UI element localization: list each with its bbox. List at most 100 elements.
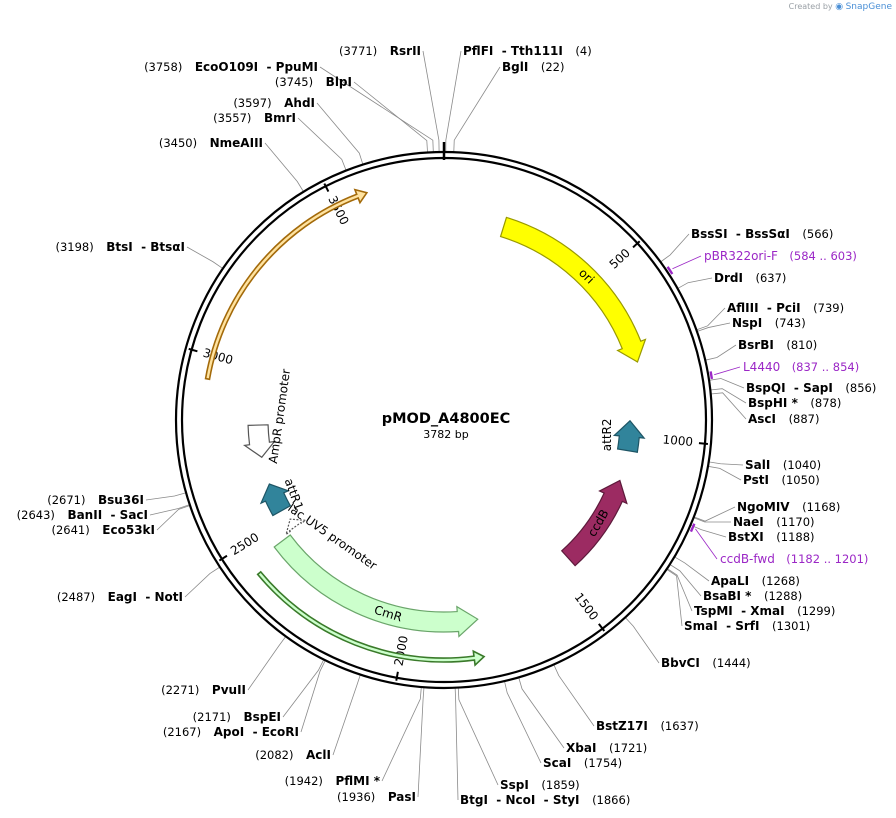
primer-name: ccdB-fwd — [720, 552, 775, 566]
site-label[interactable]: (1942) PflMI * — [285, 774, 381, 788]
site-label[interactable]: BssSI - BssSαI (566) — [691, 227, 833, 241]
enzyme-name: NgoMIV — [737, 500, 790, 514]
primer-mark[interactable] — [709, 371, 714, 380]
site-label[interactable]: BspQI - SapI (856) — [746, 381, 876, 395]
site-label[interactable]: XbaI (1721) — [566, 741, 647, 755]
enzyme-name: SrfI — [735, 619, 759, 633]
site-label[interactable]: BtgI - NcoI - StyI (1866) — [460, 793, 630, 807]
enzyme-name: BspEI — [243, 710, 281, 724]
site-label[interactable]: ApaLI (1268) — [711, 574, 800, 588]
separator: - — [258, 60, 276, 74]
enzyme-name: NspI — [732, 316, 762, 330]
site-label[interactable]: SmaI - SrfI (1301) — [684, 619, 810, 633]
site-text: NaeI (1170) — [733, 515, 815, 529]
site-label[interactable]: (3745) BlpI — [275, 75, 352, 89]
enzyme-name: NcoI — [505, 793, 535, 807]
site-leader-line — [264, 142, 304, 192]
separator — [774, 338, 787, 352]
site-label[interactable]: TspMI - XmaI (1299) — [694, 604, 835, 618]
site-label[interactable]: BstZ17I (1637) — [596, 719, 699, 733]
site-text: TspMI - XmaI (1299) — [694, 604, 835, 618]
site-label[interactable]: (2082) AclI — [255, 748, 331, 762]
site-label[interactable]: (1936) PasI — [337, 790, 416, 804]
separator — [90, 523, 103, 537]
primer-label[interactable]: L4440 (837 .. 854) — [743, 360, 859, 374]
primer-label[interactable]: ccdB-fwd (1182 .. 1201) — [720, 552, 868, 566]
site-position: (3771) — [339, 44, 377, 58]
enzyme-name: NmeAIII — [210, 136, 263, 150]
site-label[interactable]: BglI (22) — [502, 60, 564, 74]
site-label[interactable]: (2641) Eco53kI — [52, 523, 156, 537]
separator — [764, 515, 777, 529]
site-text: (2082) AclI — [255, 748, 331, 762]
site-label[interactable]: (3597) AhdI — [233, 96, 315, 110]
site-label[interactable]: (2671) Bsu36I — [47, 493, 144, 507]
site-label[interactable]: (3758) EcoO109I - PpuMI — [144, 60, 318, 74]
site-label[interactable]: ScaI (1754) — [543, 756, 622, 770]
separator — [798, 396, 811, 410]
site-label[interactable]: DrdI (637) — [714, 271, 786, 285]
site-label[interactable]: PflFI - Tth111I (4) — [463, 44, 592, 58]
primer-label[interactable]: pBR322ori-F (584 .. 603) — [704, 249, 857, 263]
site-label[interactable]: BsrBI (810) — [738, 338, 817, 352]
lacUV5-feature[interactable] — [285, 518, 308, 536]
site-position: (1299) — [797, 604, 835, 618]
site-label[interactable]: NspI (743) — [732, 316, 806, 330]
site-position: (1188) — [776, 530, 814, 544]
site-position: (1168) — [802, 500, 840, 514]
site-position: (2487) — [57, 590, 95, 604]
separator — [764, 530, 777, 544]
site-label[interactable]: BsaBI * (1288) — [703, 589, 802, 603]
site-position: (1301) — [772, 619, 810, 633]
primer-mark[interactable] — [666, 266, 674, 275]
site-label[interactable]: (3557) BmrI — [213, 111, 296, 125]
site-label[interactable]: (3198) BtsI - BtsαI — [55, 240, 185, 254]
site-label[interactable]: SspI (1859) — [500, 778, 580, 792]
enzyme-name: BtgI — [460, 793, 488, 807]
separator — [769, 473, 782, 487]
separator: - — [244, 725, 262, 739]
primer-leader-line — [695, 528, 718, 560]
CmR-feature[interactable] — [273, 534, 479, 638]
AmpRpromoter-label: AmpR promoter — [266, 368, 293, 464]
attR1-feature[interactable] — [259, 483, 292, 517]
site-leader-line — [417, 687, 425, 798]
site-leader-line — [297, 117, 347, 171]
ori-feature[interactable] — [499, 216, 647, 363]
separator — [293, 748, 306, 762]
site-label[interactable]: (2643) BanII - SacI — [17, 508, 148, 522]
ccdB-feature[interactable] — [560, 479, 628, 567]
separator — [85, 493, 98, 507]
enzyme-name: SalI — [745, 458, 770, 472]
tick-label: 1500 — [572, 590, 602, 623]
separator — [833, 381, 846, 395]
AmpRpromoter-feature[interactable] — [242, 424, 276, 459]
site-label[interactable]: (2271) PvuII — [161, 683, 246, 697]
site-text: BspHI * (878) — [748, 396, 841, 410]
enzyme-name: NotI — [155, 590, 184, 604]
separator — [785, 604, 798, 618]
site-text: BssSI - BssSαI (566) — [691, 227, 833, 241]
site-leader-line — [707, 465, 742, 481]
site-label[interactable]: (3771) RsrII — [339, 44, 421, 58]
tick-mark — [632, 240, 641, 249]
site-label[interactable]: AflIII - PciI (739) — [727, 301, 844, 315]
separator — [648, 719, 661, 733]
primer-mark[interactable] — [689, 523, 696, 533]
site-label[interactable]: (2167) ApoI - EcoRI — [163, 725, 299, 739]
site-label[interactable]: (2171) BspEI — [193, 710, 281, 724]
site-label[interactable]: BstXI (1188) — [728, 530, 815, 544]
separator — [580, 793, 593, 807]
site-label[interactable]: NgoMIV (1168) — [737, 500, 840, 514]
site-label[interactable]: BspHI * (878) — [748, 396, 841, 410]
site-label[interactable]: NaeI (1170) — [733, 515, 815, 529]
attR2-feature[interactable] — [612, 419, 646, 453]
site-label[interactable]: PstI (1050) — [743, 473, 820, 487]
site-label[interactable]: SalI (1040) — [745, 458, 821, 472]
site-label[interactable]: BbvCI (1444) — [661, 656, 751, 670]
site-label[interactable]: (2487) EagI - NotI — [57, 590, 183, 604]
site-position: (22) — [541, 60, 565, 74]
site-label[interactable]: AscI (887) — [748, 412, 820, 426]
site-label[interactable]: (3450) NmeAIII — [159, 136, 263, 150]
